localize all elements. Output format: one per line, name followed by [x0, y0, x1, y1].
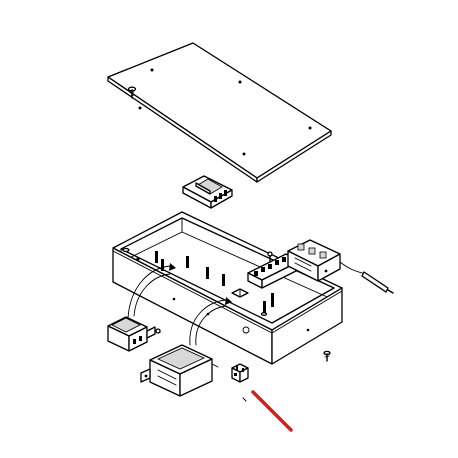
cover-screw[interactable] [127, 86, 137, 99]
ballast-transformer[interactable] [182, 175, 233, 209]
capillary-probe[interactable] [339, 261, 394, 294]
leader-tick [242, 397, 247, 402]
thermostat[interactable] [287, 239, 341, 282]
transformer[interactable] [140, 344, 219, 397]
cable-connector[interactable] [231, 363, 249, 383]
assembly-leader-lines [127, 263, 232, 346]
red-pointer-arrow [251, 390, 293, 432]
base-screw[interactable] [323, 350, 331, 362]
cover-plate[interactable] [107, 42, 332, 183]
power-supply-unit[interactable] [107, 316, 161, 352]
electrical-box[interactable] [112, 211, 343, 365]
base-screw-small[interactable] [155, 328, 161, 334]
